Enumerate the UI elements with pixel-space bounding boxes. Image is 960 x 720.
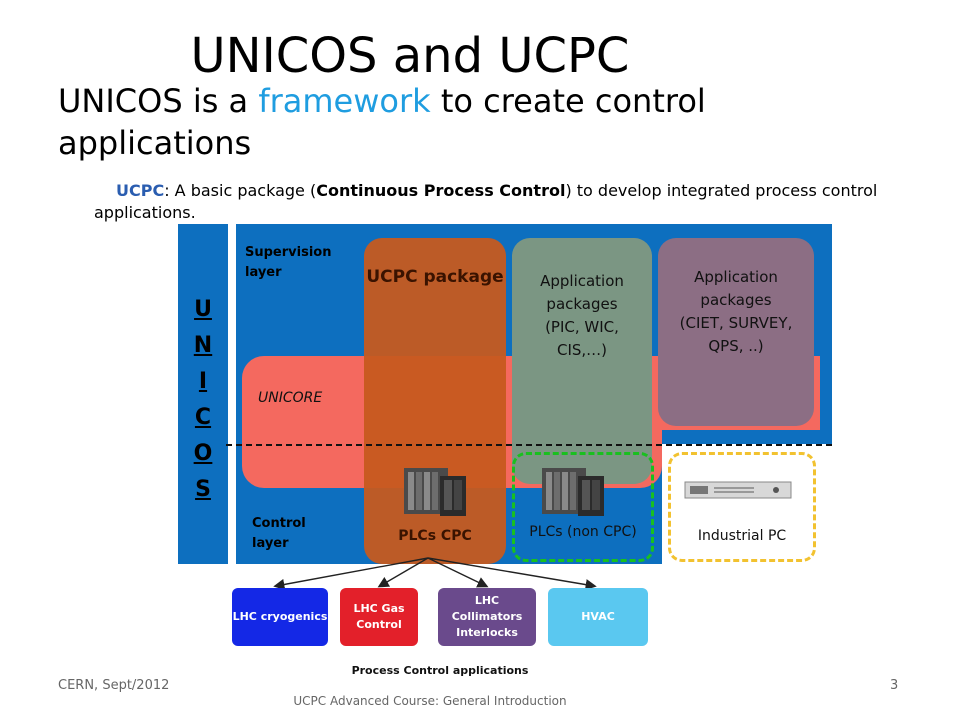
desc-part2: ) to develop integrated process control … bbox=[94, 181, 878, 222]
app2-line: QPS, ..) bbox=[708, 337, 764, 355]
unicos-letter: I bbox=[198, 369, 208, 394]
application-label: LHC cryogenics bbox=[232, 610, 328, 623]
slide-title: UNICOS and UCPC bbox=[190, 28, 630, 84]
unicos-letter: C bbox=[194, 405, 212, 430]
app2-line: packages bbox=[700, 291, 772, 309]
application-box-hvac: HVAC bbox=[548, 588, 648, 646]
unicore-label: UNICORE bbox=[258, 390, 323, 406]
industrial-pc-box bbox=[668, 452, 816, 562]
applications-caption: Process Control applications bbox=[351, 664, 529, 677]
subtitle-pre: UNICOS is a bbox=[58, 82, 259, 120]
plc-hardware-icon bbox=[404, 468, 466, 516]
unicos-letter: N bbox=[193, 333, 213, 358]
industrial-pc-label: Industrial PC bbox=[697, 528, 787, 544]
ucpc-description: UCPC: A basic package (Continuous Proces… bbox=[94, 180, 894, 224]
application-packages-label-1: Application packages (PIC, WIC, CIS,…) bbox=[512, 270, 652, 362]
plcs-non-cpc-label: PLCs (non CPC) bbox=[529, 524, 637, 540]
subtitle-highlight: framework bbox=[258, 82, 431, 120]
connector-arrows bbox=[273, 557, 597, 591]
application-packages-block-1 bbox=[512, 238, 652, 484]
unicos-bar bbox=[178, 224, 228, 564]
app2-line: (CIET, SURVEY, bbox=[679, 314, 793, 332]
footer-course: UCPC Advanced Course: General Introducti… bbox=[293, 694, 567, 708]
app1-line: Application bbox=[540, 272, 624, 290]
plc-hardware-icon bbox=[542, 468, 604, 516]
footer-date: CERN, Sept/2012 bbox=[58, 678, 170, 693]
unicos-letter: U bbox=[194, 297, 212, 322]
unicos-letter: S bbox=[195, 477, 211, 502]
application-box-lhc-collimators: LHC Collimators Interlocks bbox=[438, 588, 536, 646]
slide-subtitle: UNICOS is a framework to create control … bbox=[58, 80, 878, 164]
app1-line: packages bbox=[546, 295, 618, 313]
subtitle-post: to create control applications bbox=[58, 82, 706, 162]
desc-ucpc: UCPC bbox=[116, 181, 165, 200]
application-box-lhc-gas-control: LHC Gas Control bbox=[340, 588, 418, 646]
application-label: HVAC bbox=[581, 610, 615, 623]
unicos-vertical-label: U N I C O S bbox=[178, 292, 228, 508]
app1-line: (PIC, WIC, bbox=[545, 318, 619, 336]
app1-line: CIS,…) bbox=[556, 341, 608, 359]
application-label: LHC Collimators Interlocks bbox=[451, 594, 523, 639]
unicos-letter: O bbox=[193, 441, 213, 466]
application-label: LHC Gas Control bbox=[353, 602, 405, 631]
layer-separator-line bbox=[226, 444, 832, 446]
app2-line: Application bbox=[694, 268, 778, 286]
application-packages-label-2: Application packages (CIET, SURVEY, QPS,… bbox=[658, 266, 814, 358]
application-box-lhc-cryogenics: LHC cryogenics bbox=[232, 588, 328, 646]
desc-bold: Continuous Process Control bbox=[316, 181, 566, 200]
supervision-layer-label: Supervision layer bbox=[245, 245, 332, 280]
industrial-pc-icon bbox=[684, 481, 792, 499]
desc-part1: : A basic package ( bbox=[164, 181, 317, 200]
plcs-non-cpc-box bbox=[512, 452, 654, 562]
plcs-cpc-label: PLCs CPC bbox=[398, 528, 472, 544]
control-layer-label: Control layer bbox=[252, 516, 306, 551]
application-packages-block-2 bbox=[658, 238, 814, 426]
page-number: 3 bbox=[890, 678, 899, 693]
ucpc-package-label: UCPC package bbox=[366, 267, 504, 287]
